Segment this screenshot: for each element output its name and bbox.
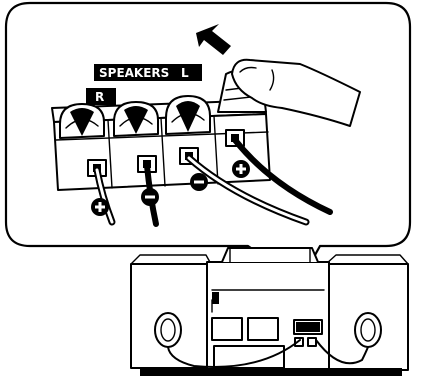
left-channel-label: L: [170, 64, 202, 81]
arrow-icon: [196, 24, 231, 55]
main-unit: [206, 247, 330, 375]
left-speaker: [130, 254, 212, 369]
right-speaker: [325, 254, 409, 371]
plus-icon: [91, 198, 109, 216]
finger-icon: [231, 58, 361, 127]
plus-icon: [232, 160, 250, 178]
terminal-lever-1: [59, 103, 105, 139]
minus-icon: [190, 173, 208, 191]
speakers-label: SPEAKERS: [94, 64, 188, 81]
right-label-text: R: [95, 90, 104, 104]
terminal-lever-2: [113, 101, 159, 137]
polarity-marks: [91, 160, 250, 216]
terminal-lever-3: [165, 95, 211, 135]
spring-levers: [59, 69, 267, 139]
minus-icon: [141, 188, 159, 206]
right-channel-label: R: [86, 88, 116, 105]
left-label-text: L: [181, 66, 189, 80]
speakers-label-text: SPEAKERS: [99, 66, 169, 80]
stereo-unit: [130, 247, 409, 376]
